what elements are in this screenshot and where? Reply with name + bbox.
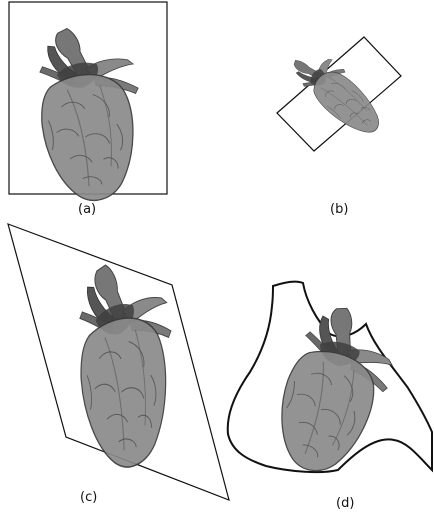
panel-a-label: (a) xyxy=(78,202,96,217)
panel-c-label: (c) xyxy=(80,490,97,505)
panel-d-label: (d) xyxy=(336,496,354,511)
panel-a-heart-mesh-icon xyxy=(29,20,152,206)
panel-d-heart-mesh-icon xyxy=(266,298,406,484)
panel-c-heart-mesh-icon xyxy=(70,251,183,477)
panel-b-label: (b) xyxy=(330,202,348,217)
